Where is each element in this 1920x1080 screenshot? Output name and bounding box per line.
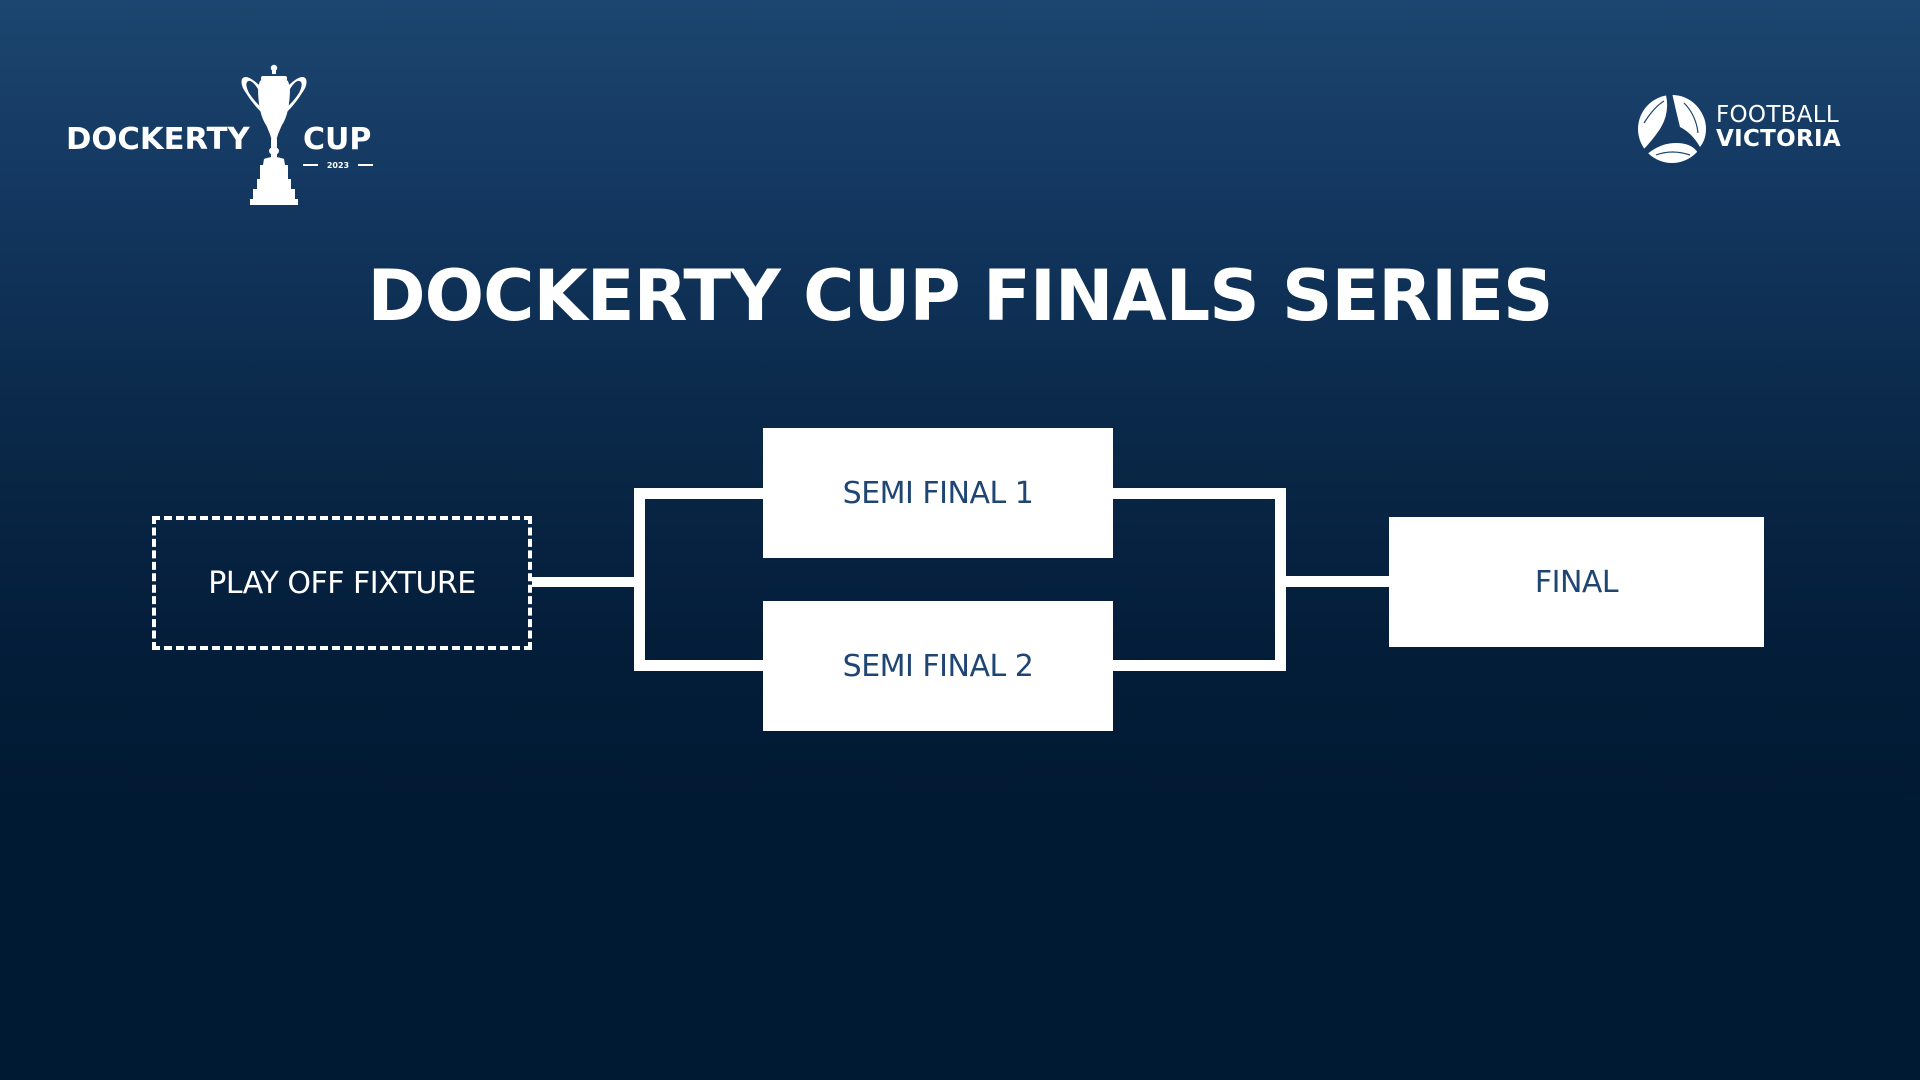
football-victoria-line1: FOOTBALL <box>1716 102 1840 128</box>
bracket-right-bottom <box>1113 660 1286 671</box>
semi-final-1-label: SEMI FINAL 1 <box>842 475 1034 511</box>
connector-playoff <box>532 577 645 587</box>
bracket-left-vertical <box>634 488 645 671</box>
semi-final-1-box: SEMI FINAL 1 <box>763 428 1113 558</box>
playoff-fixture-label: PLAY OFF FIXTURE <box>208 565 476 601</box>
dockerty-cup-logo-word-left: DOCKERTY <box>66 122 250 157</box>
trophy-icon <box>241 64 307 205</box>
football-icon <box>1638 95 1706 163</box>
dockerty-cup-logo-word-right: CUP <box>303 122 372 157</box>
bracket-left-bottom <box>634 660 763 671</box>
dockerty-cup-year: 2023 <box>326 160 350 170</box>
divider <box>303 164 318 166</box>
page-title: DOCKERTY CUP FINALS SERIES <box>367 255 1554 337</box>
connector-final <box>1275 576 1389 587</box>
semi-final-2-label: SEMI FINAL 2 <box>842 648 1034 684</box>
divider <box>357 164 373 166</box>
final-label: FINAL <box>1534 564 1619 600</box>
bracket-left-top <box>634 488 763 499</box>
football-victoria-line2: VICTORIA <box>1716 126 1841 152</box>
final-box: FINAL <box>1389 517 1764 647</box>
bracket-right-top <box>1113 488 1286 499</box>
playoff-fixture-box: PLAY OFF FIXTURE <box>152 516 532 650</box>
dockerty-cup-year-row: 2023 <box>303 158 373 172</box>
semi-final-2-box: SEMI FINAL 2 <box>763 601 1113 731</box>
